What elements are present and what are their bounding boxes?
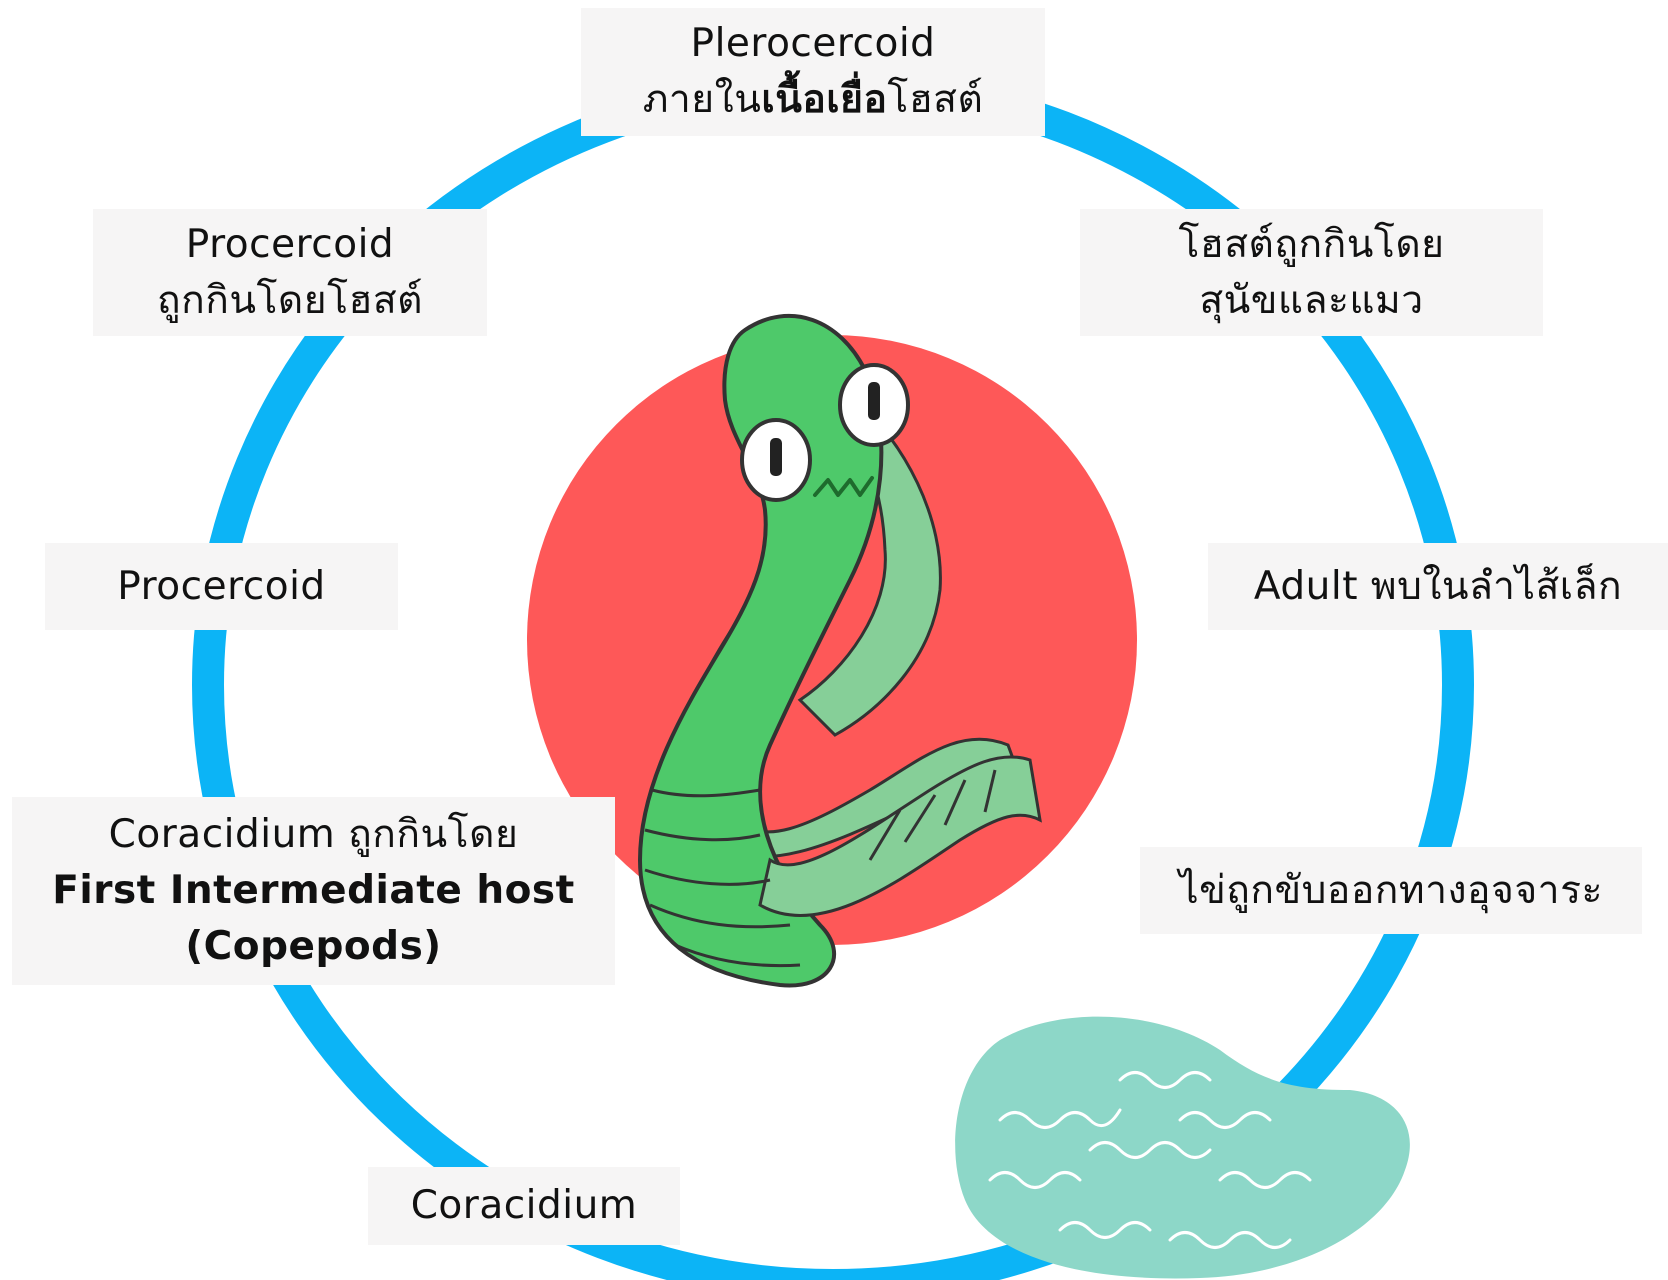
stage-plerocercoid: Plerocercoid ภายในเนื้อเยื่อโฮสต์ [581, 8, 1045, 136]
stage-plerocercoid-desc: ภายในเนื้อเยื่อโฮสต์ [643, 72, 984, 128]
stage-host-eaten-line1: โฮสต์ถูกกินโดย [1178, 217, 1444, 273]
stage-adult-text: Adult พบในลำไส้เล็ก [1254, 559, 1622, 615]
stage-coracidium: Coracidium [368, 1167, 680, 1245]
stage-procercoid-eaten-line2: ถูกกินโดยโฮสต์ [157, 273, 423, 329]
stage-plerocercoid-title: Plerocercoid [691, 16, 936, 72]
stage-coracidium-eaten-line1: Coracidium ถูกกินโดย [109, 807, 519, 863]
stage-procercoid-text: Procercoid [117, 559, 325, 615]
stage-procercoid-eaten: Procercoid ถูกกินโดยโฮสต์ [93, 209, 487, 336]
stage-coracidium-text: Coracidium [411, 1178, 638, 1234]
stage-coracidium-eaten: Coracidium ถูกกินโดย First Intermediate … [12, 797, 615, 985]
stage-coracidium-eaten-line2: First Intermediate host [52, 863, 575, 919]
stage-host-eaten-line2: สุนัขและแมว [1199, 273, 1423, 329]
stage-host-eaten: โฮสต์ถูกกินโดย สุนัขและแมว [1080, 209, 1543, 336]
stage-eggs-excreted: ไข่ถูกขับออกทางอุจจาระ [1140, 847, 1642, 934]
stage-adult: Adult พบในลำไส้เล็ก [1208, 543, 1668, 630]
stage-coracidium-eaten-line3: (Copepods) [185, 919, 441, 975]
stage-procercoid-eaten-line1: Procercoid [186, 217, 394, 273]
stage-eggs-excreted-text: ไข่ถูกขับออกทางอุจจาระ [1179, 863, 1603, 919]
stage-procercoid: Procercoid [45, 543, 398, 630]
